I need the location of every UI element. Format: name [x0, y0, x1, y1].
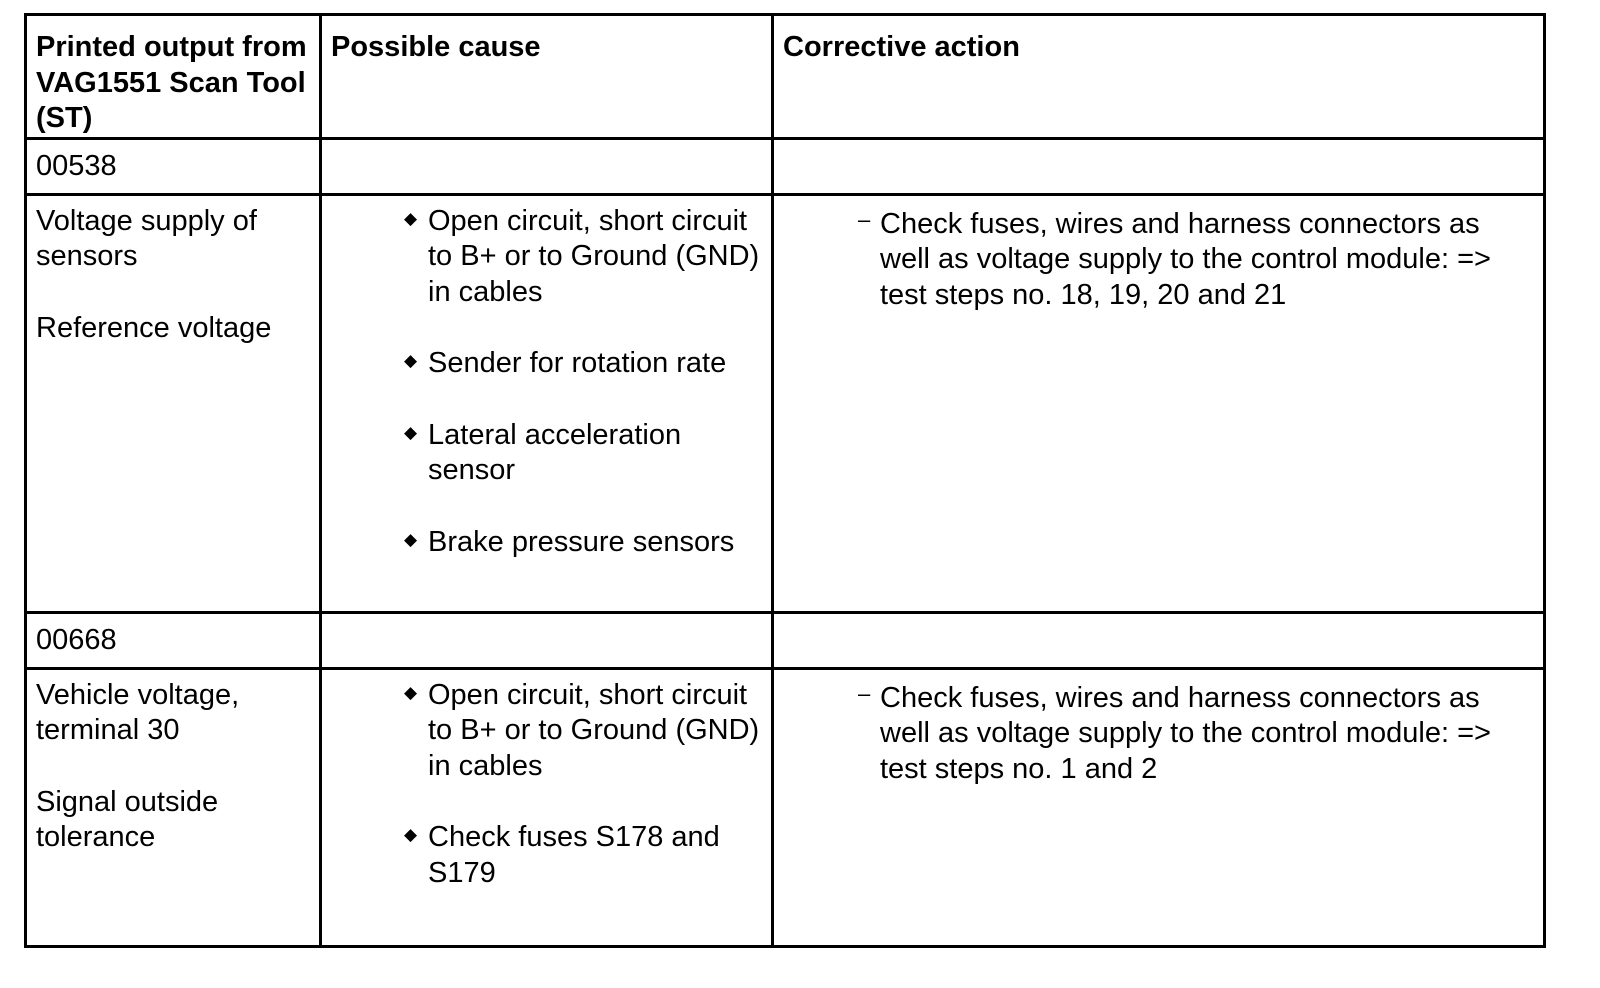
table-row-code: 00538	[24, 136, 1546, 196]
possible-causes: ◆Open circuit, short circuit to B+ or to…	[319, 666, 774, 948]
header-printed-output: Printed output from VAG1551 Scan Tool (S…	[24, 13, 322, 140]
cause-item: ◆Lateral acceleration sensor	[402, 418, 765, 489]
empty-cell	[771, 136, 1546, 196]
corrective-actions: –Check fuses, wires and harness connecto…	[771, 666, 1546, 948]
diamond-bullet-icon: ◆	[404, 825, 418, 844]
diamond-bullet-icon: ◆	[404, 422, 418, 442]
diamond-bullet-icon: ◆	[404, 529, 418, 549]
fault-code-table: Printed output from VAG1551 Scan Tool (S…	[24, 13, 1546, 948]
header-row: Printed output from VAG1551 Scan Tool (S…	[24, 13, 1546, 140]
fault-description: Vehicle voltage, terminal 30 Signal outs…	[24, 666, 322, 948]
empty-cell	[771, 610, 1546, 670]
action-item: –Check fuses, wires and harness connecto…	[858, 207, 1533, 314]
fault-description: Voltage supply of sensors Reference volt…	[24, 192, 322, 614]
header-possible-cause: Possible cause	[319, 13, 774, 140]
diamond-bullet-icon: ◆	[404, 682, 418, 702]
fault-code: 00538	[24, 136, 322, 196]
corrective-actions: –Check fuses, wires and harness connecto…	[771, 192, 1546, 614]
dash-bullet-icon: –	[858, 206, 871, 232]
cause-item: ◆Check fuses S178 and S179	[402, 820, 765, 891]
action-item: –Check fuses, wires and harness connecto…	[858, 681, 1533, 788]
cause-item: ◆Sender for rotation rate	[402, 346, 765, 382]
empty-cell	[319, 136, 774, 196]
table-row-code: 00668	[24, 610, 1546, 670]
diamond-bullet-icon: ◆	[404, 208, 418, 228]
cause-item: ◆Brake pressure sensors	[402, 525, 765, 561]
table-row: Voltage supply of sensors Reference volt…	[24, 192, 1546, 614]
fault-code: 00668	[24, 610, 322, 670]
possible-causes: ◆Open circuit, short circuit to B+ or to…	[319, 192, 774, 614]
description-line: Voltage supply of sensors	[36, 204, 257, 273]
diamond-bullet-icon: ◆	[404, 351, 418, 370]
header-corrective-action: Corrective action	[771, 13, 1546, 140]
cause-item: ◆Open circuit, short circuit to B+ or to…	[402, 678, 765, 785]
cause-item: ◆Open circuit, short circuit to B+ or to…	[402, 204, 765, 311]
empty-cell	[319, 610, 774, 670]
description-line: Vehicle voltage, terminal 30	[36, 678, 240, 747]
table-row: Vehicle voltage, terminal 30 Signal outs…	[24, 666, 1546, 948]
dash-bullet-icon: –	[858, 680, 871, 706]
description-line: Signal outside tolerance	[36, 785, 219, 854]
description-line: Reference voltage	[36, 311, 272, 344]
